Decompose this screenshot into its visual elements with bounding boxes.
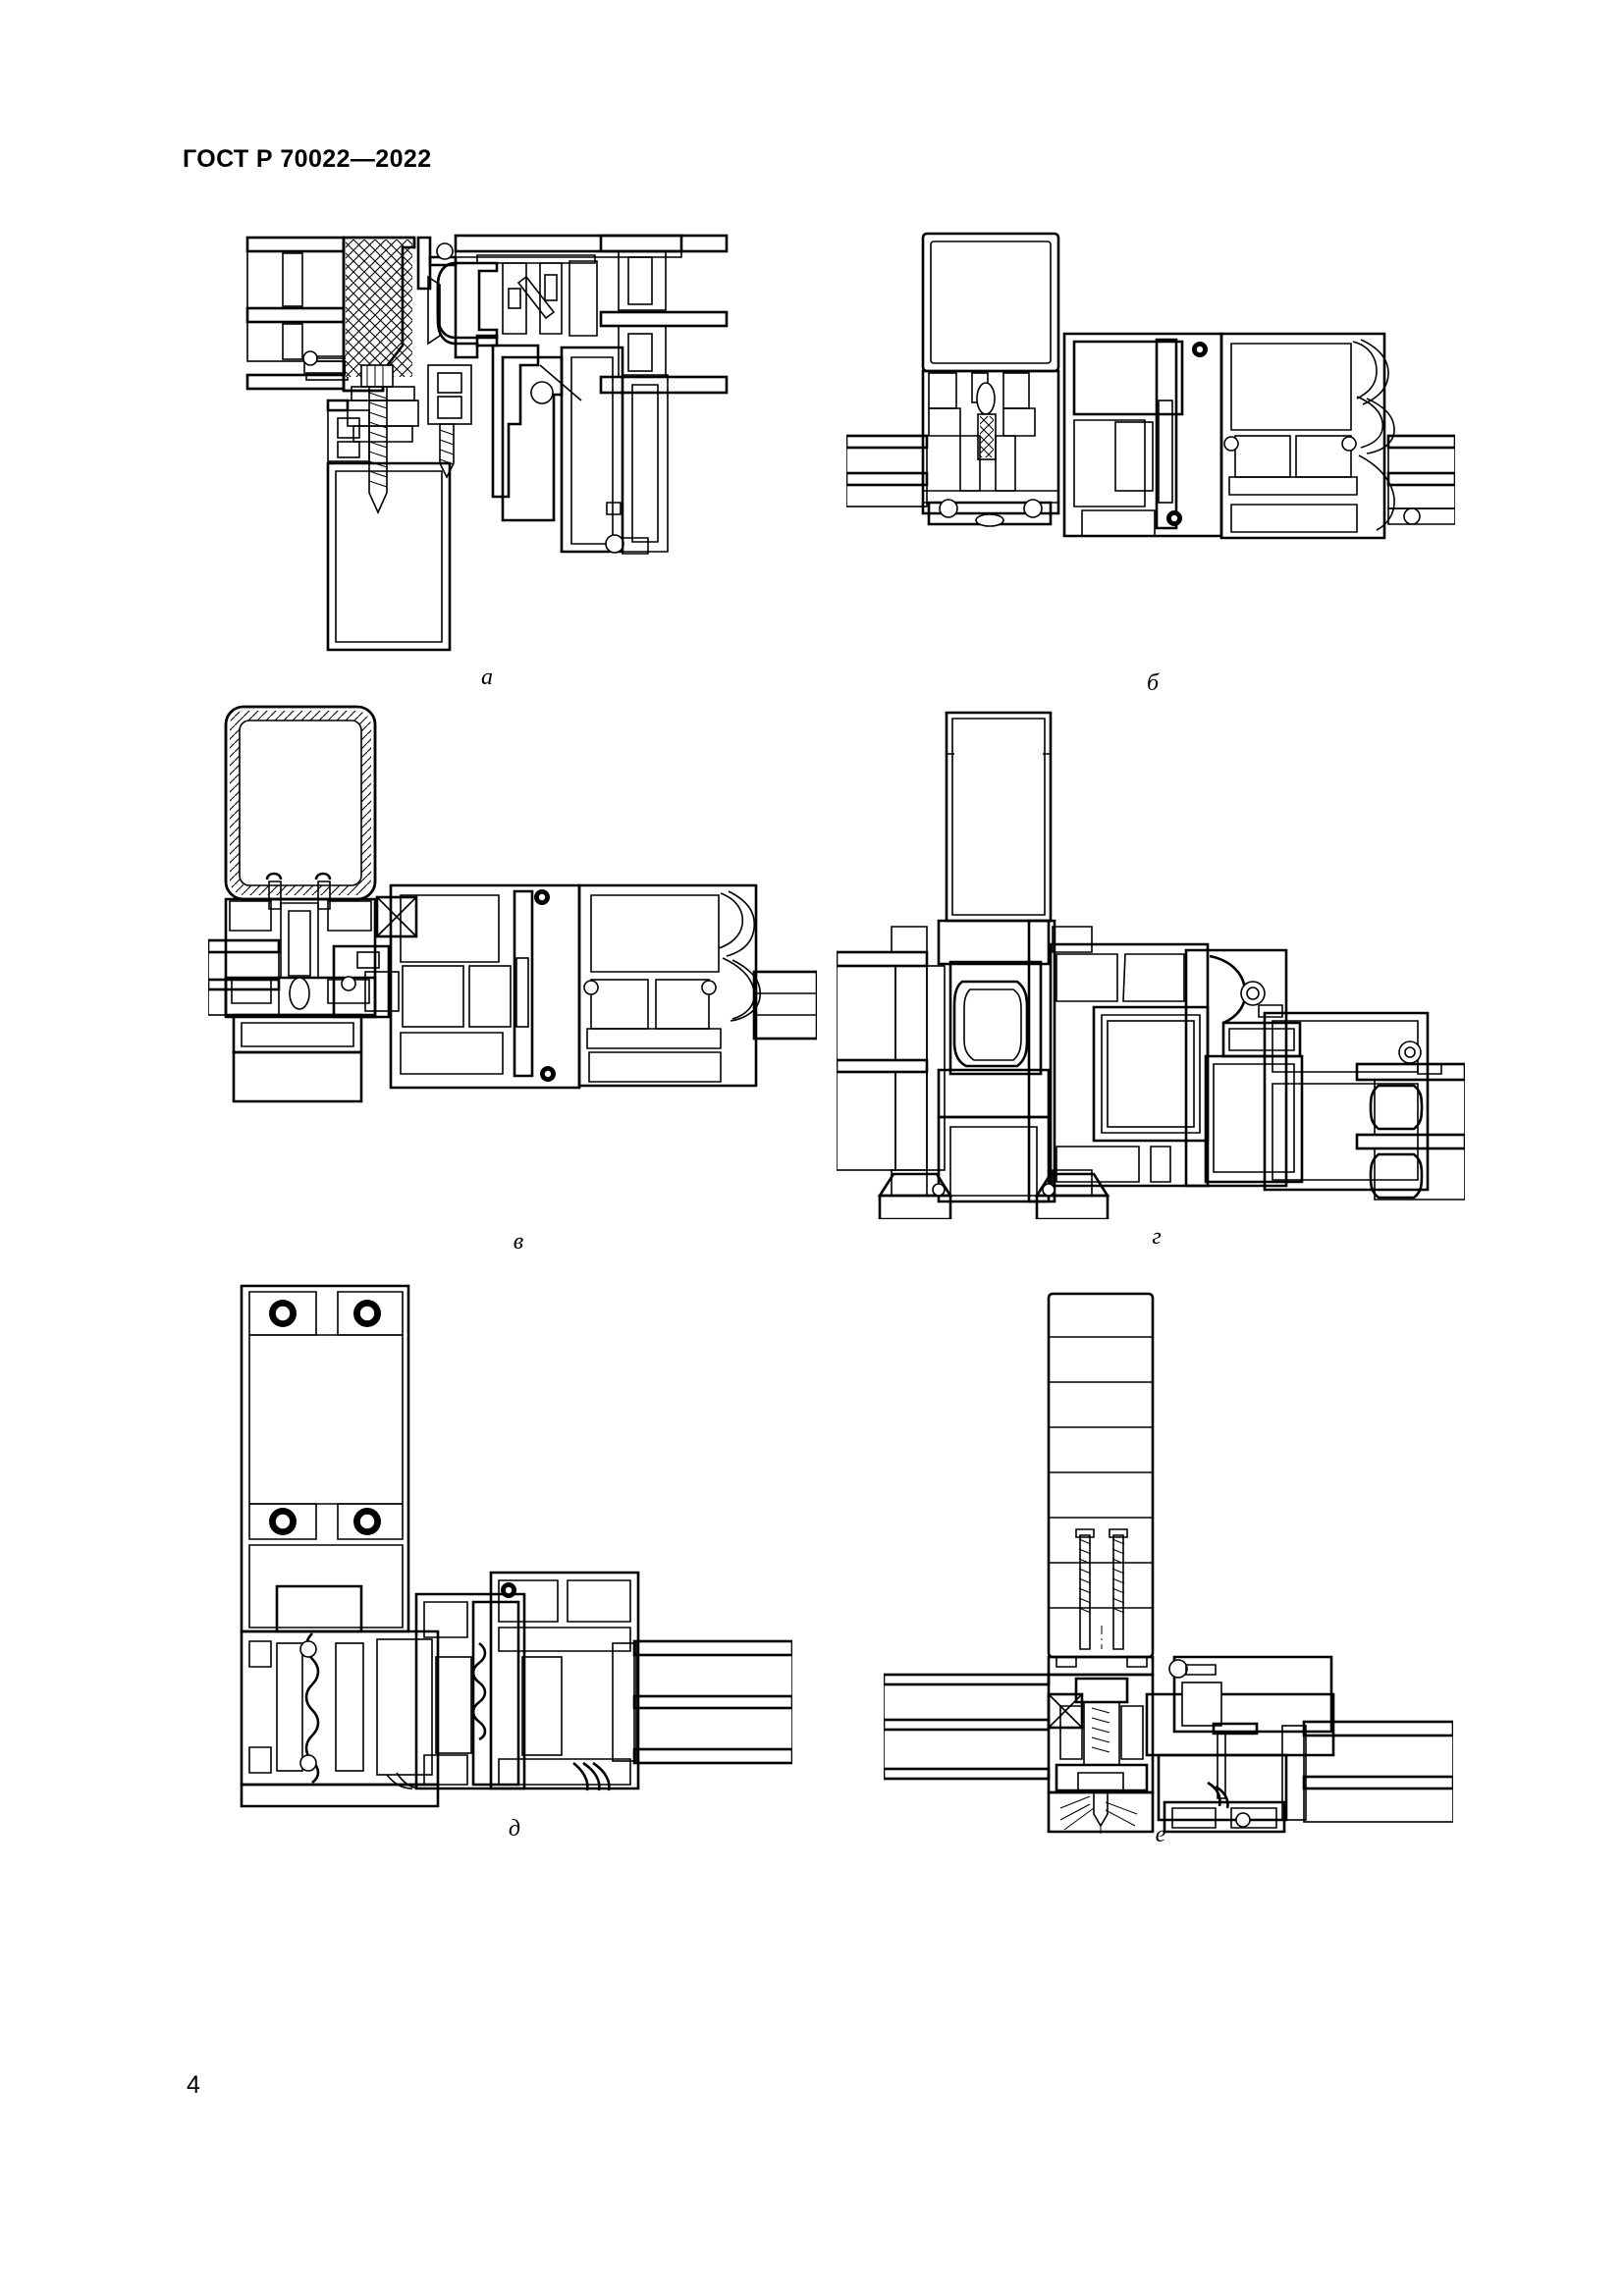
figure-g-drawing: г [837,699,1465,1250]
right-lower-profile [491,344,669,555]
page-number: 4 [187,2071,200,2099]
mullion-fin [945,711,1053,923]
top-horizontal-profile [454,234,683,264]
glazing-left-upper [245,236,346,391]
anchor-screws-e [1075,1528,1128,1650]
bracket-junction-e [1047,1655,1155,1834]
right-main-profile [1219,332,1386,540]
figure-e-svg [884,1292,1453,1834]
figure-a-svg [245,234,729,652]
left-clamp-detail [302,350,349,381]
layered-wall-column-e [1047,1292,1155,1659]
right-glazing-g [1355,1062,1465,1201]
figure-a-drawing: а [245,218,729,690]
cross-connector-e [1047,1692,1084,1730]
fixing-screw-assembly [347,364,419,514]
center-frame-v [389,883,581,1090]
left-glazing-bar-e [884,1673,1084,1781]
figure-d-label: д [508,1816,521,1842]
right-end-cap-v [752,970,817,1041]
figure-b-svg [846,232,1455,540]
figure-e-drawing: е [884,1284,1453,1847]
right-glazing-unit-e [1281,1720,1453,1823]
outer-sash-right-g [1263,1011,1442,1192]
bottom-sill-profile-e [1163,1800,1286,1834]
hinge-mechanism [502,260,598,337]
right-sealing-lips [1352,339,1395,531]
center-transom-g [1049,942,1210,1188]
figure-d-svg [240,1284,792,1808]
glazing-unit-left-b [846,434,929,507]
post-body-v [224,897,377,1103]
left-vertical-profile-d [240,1284,410,1633]
figure-b-label: б [1146,670,1160,696]
glazing-left-v [208,938,281,1016]
figure-b-drawing: б [846,224,1455,696]
figure-v-label: в [513,1229,524,1255]
glazing-unit-right-b [1386,434,1455,525]
glazing-unit-right-d [612,1639,792,1765]
figure-g-label: г [1152,1224,1162,1250]
lower-sealing-lips-d [386,1761,611,1791]
middle-frame-profile [1062,332,1223,538]
left-glazing-g [837,950,946,1171]
figure-g-svg [837,711,1465,1219]
steel-reinforcement-tube [224,705,377,901]
right-frame-d [489,1571,640,1790]
figure-d-drawing: д [228,1278,792,1842]
mullion-body-g [937,919,1056,1203]
document-standard-number: ГОСТ Р 70022—2022 [183,145,432,173]
right-frame-v [577,883,758,1088]
main-chamber-profile [436,261,499,359]
timber-frame-e [1145,1655,1335,1822]
figure-a-label: а [481,665,493,690]
cross-connector [375,895,418,938]
figure-v-drawing: в [208,699,817,1255]
figure-v-svg [208,705,817,1103]
glazing-right [599,234,729,395]
figure-e-label: е [1155,1822,1166,1847]
thermal-break-column [342,236,416,393]
left-box-post [921,232,1060,373]
lower-left-chamber [326,399,452,652]
sash-profile-g [1184,948,1304,1188]
bottom-splayed-profiles-g [877,1172,1110,1219]
post-lower-chambers [921,369,1060,527]
hardware-block-v [332,944,400,1019]
